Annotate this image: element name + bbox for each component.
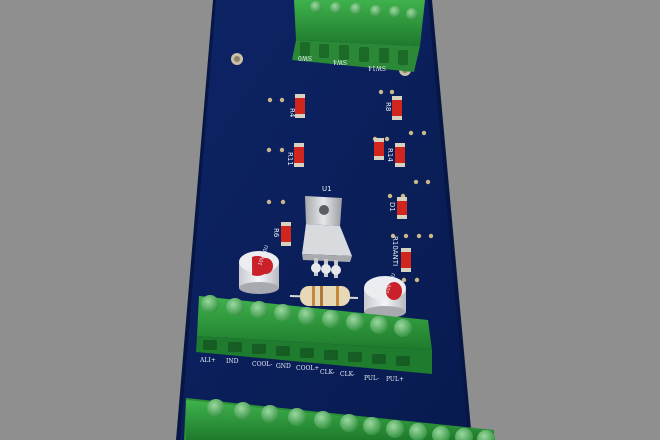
bottom-screw-terminal-block [184, 398, 495, 440]
smd-resistor [374, 138, 384, 160]
connector-label: SW4 [333, 58, 347, 65]
to220-regulator-icon [302, 196, 352, 278]
smd-resistors [281, 94, 411, 272]
smd-resistor [395, 143, 405, 167]
screw-terminal-icon [201, 295, 412, 337]
pin-label: COOL+ [296, 365, 319, 372]
pin-label: PUL- [364, 375, 379, 382]
smd-resistor [294, 143, 304, 167]
pin-label: PUL+ [386, 376, 404, 383]
through-hole-pads [266, 89, 434, 283]
ref-designator: R14 [386, 148, 394, 162]
axial-resistor-icon [289, 286, 359, 306]
pin-labels: ALI+ IND COOL- GND COOL+ CLK- CLK- PUL- … [199, 357, 404, 383]
ref-designator: R4 [288, 108, 296, 118]
ref-designator: U1 [322, 185, 332, 193]
ref-designator: R8 [384, 102, 392, 111]
ref-designator: R10ANTI [391, 236, 399, 266]
smd-resistor [281, 222, 291, 246]
pin-label: CLK- [340, 371, 355, 378]
main-screw-terminal-block [196, 295, 432, 374]
smd-resistor [401, 248, 411, 272]
pin-label: CLK- [320, 369, 335, 376]
smd-resistor [295, 94, 305, 118]
ref-designator: D1 [388, 202, 396, 212]
smd-resistor [392, 96, 402, 120]
pin-label: IND [226, 358, 239, 365]
connector-label: SW14 [368, 64, 386, 71]
screw-terminal-icon [310, 1, 418, 20]
connector-label: SW0 [298, 54, 312, 61]
smd-resistor [397, 197, 407, 219]
ref-designator: R6 [272, 228, 280, 238]
pin-label: COOL- [252, 361, 272, 368]
pin-label: GND [276, 363, 291, 370]
top-screw-terminal-block [292, 0, 425, 72]
pin-label: ALI+ [199, 357, 216, 364]
electrolytic-capacitor-icon: 10V 10U [364, 272, 406, 318]
ref-designator: R11 [286, 152, 294, 166]
